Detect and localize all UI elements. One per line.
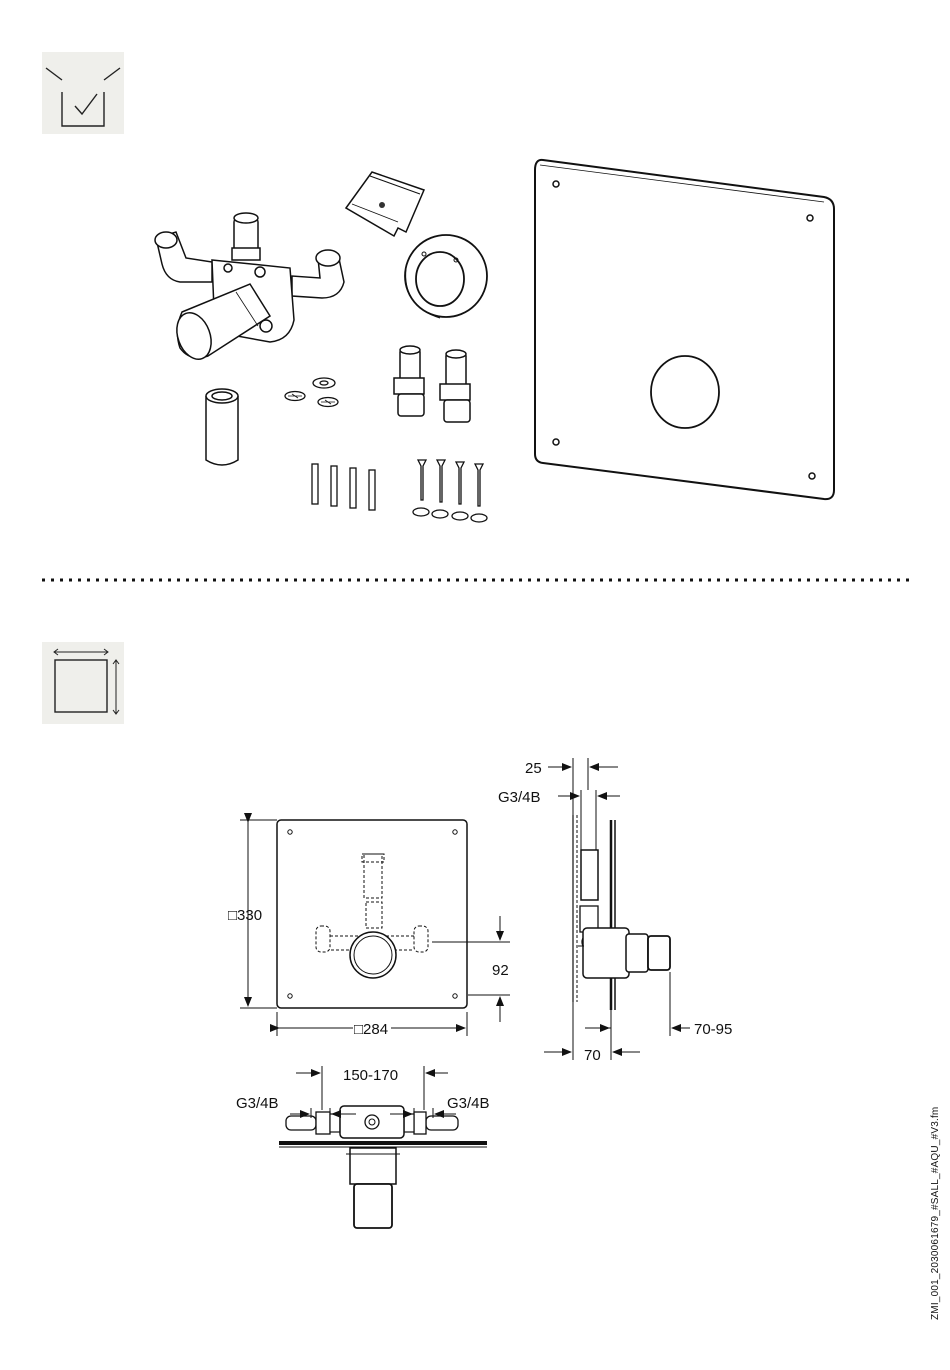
threaded-pins — [312, 464, 375, 510]
cover-plate — [535, 160, 834, 499]
side-view — [573, 790, 670, 1010]
connection-nipples — [394, 346, 470, 422]
seals-and-filters — [285, 378, 338, 407]
document-code: ZMI_001_2030061679_#SALL_#AQU_#V3.fm — [930, 1107, 941, 1320]
small-parts-bag — [346, 172, 424, 236]
dim-92: 92 — [492, 962, 509, 979]
dim-g34-left: G3/4B — [236, 1095, 279, 1112]
dim-70: 70 — [584, 1047, 601, 1064]
front-view — [277, 820, 467, 1008]
dim-150-170: 150-170 — [343, 1067, 398, 1084]
dim-70-95: 70-95 — [694, 1021, 732, 1038]
dim-25: 25 — [525, 760, 542, 777]
dim-g34-right: G3/4B — [447, 1095, 490, 1112]
extension-sleeve — [206, 389, 238, 465]
side-dimensions — [544, 758, 690, 1060]
screws-and-washers — [413, 460, 487, 522]
top-view — [279, 1106, 487, 1228]
valve-body — [155, 213, 344, 364]
rosette-ring — [405, 235, 487, 318]
dim-284: □284 — [354, 1021, 388, 1038]
dim-330: □330 — [228, 907, 262, 924]
dim-g34-top: G3/4B — [498, 789, 541, 806]
